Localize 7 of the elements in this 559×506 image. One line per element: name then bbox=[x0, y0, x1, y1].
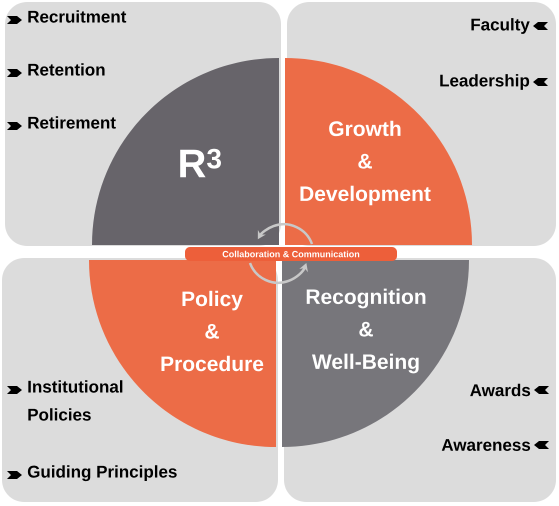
curved-arrow bbox=[258, 223, 314, 244]
list-item: Recruitment bbox=[28, 10, 126, 23]
curved-arrow bbox=[248, 262, 308, 284]
list-item: Awards bbox=[470, 384, 530, 396]
list-item: Guiding Principles bbox=[28, 465, 177, 482]
list-item: Faculty bbox=[471, 18, 530, 34]
center-pill: Collaboration & Communication bbox=[185, 247, 397, 261]
